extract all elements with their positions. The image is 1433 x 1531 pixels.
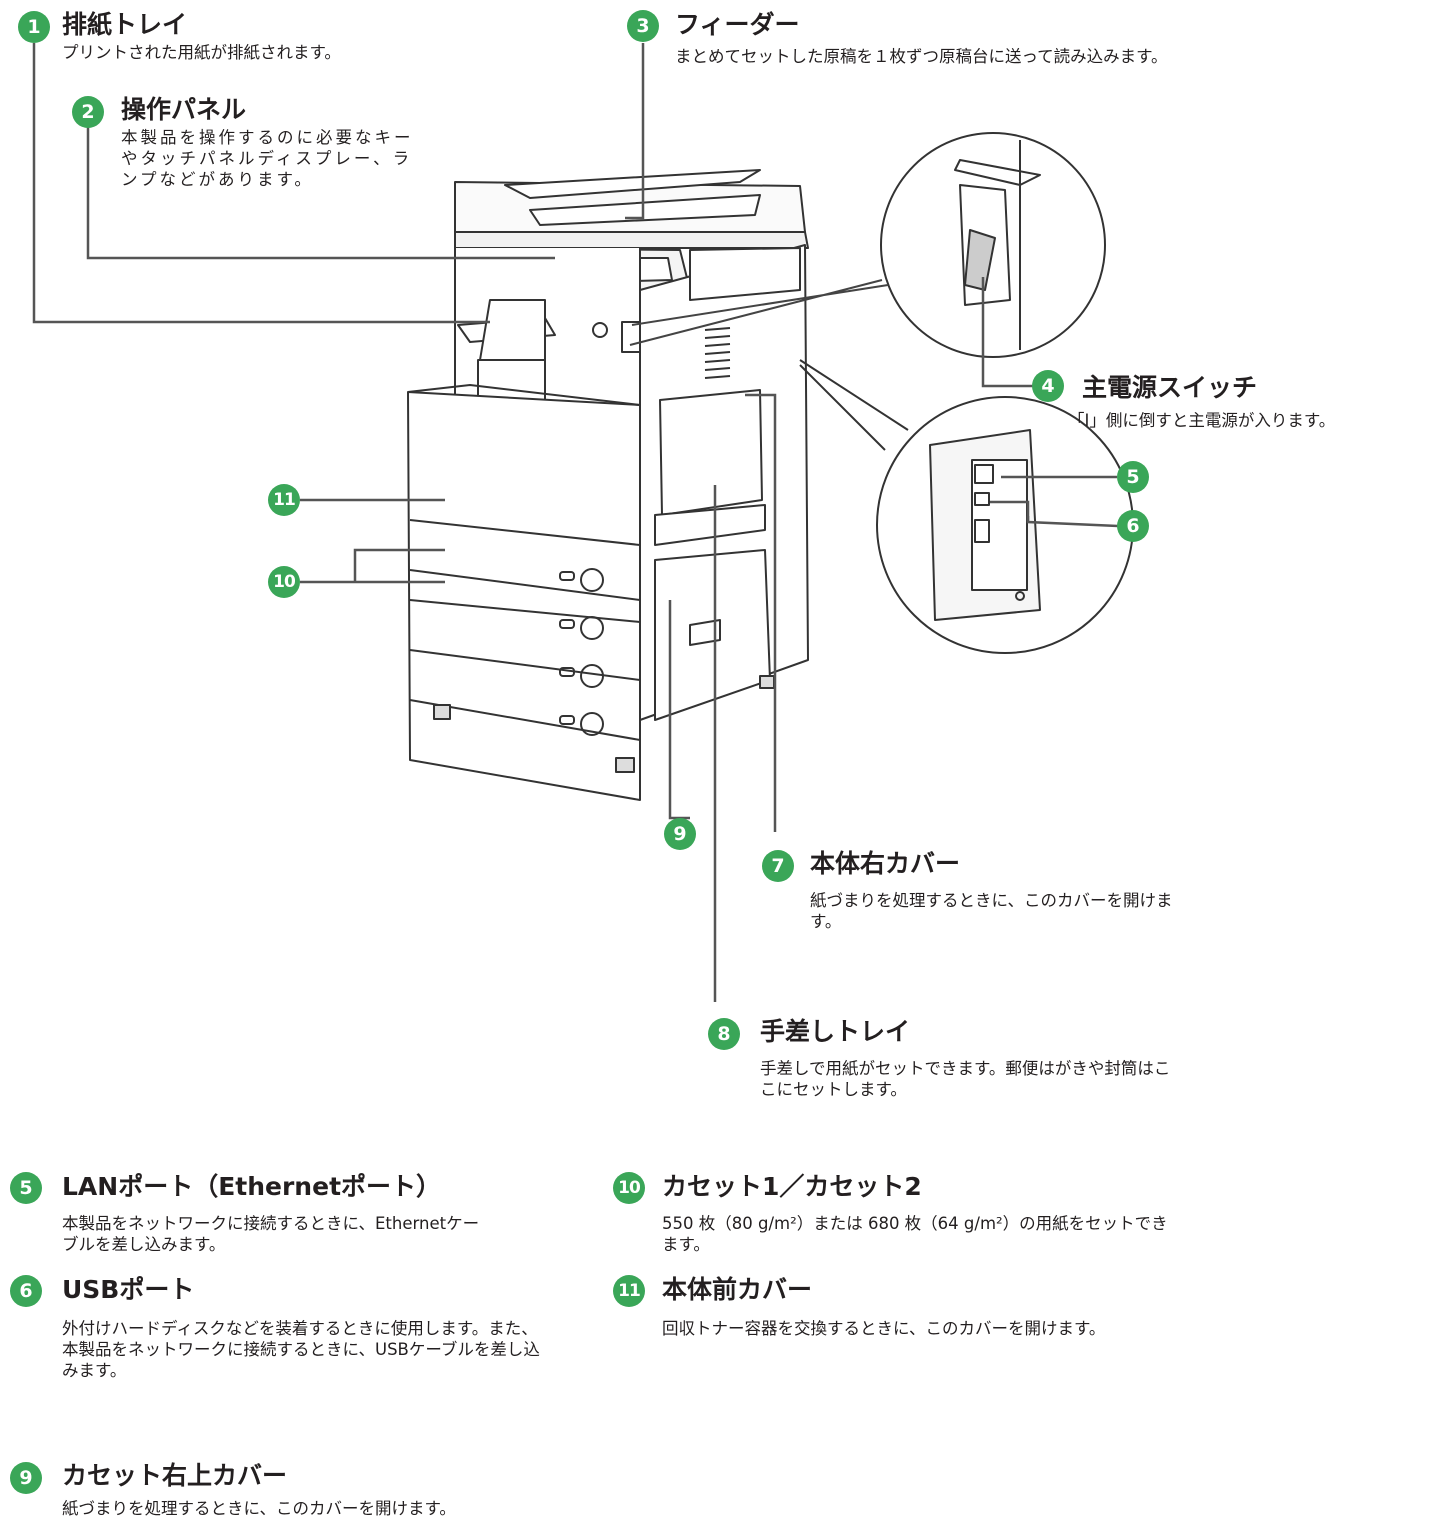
- callout-number-3: 3: [627, 10, 659, 42]
- title-lan-port: LANポート（Ethernetポート）: [62, 1172, 442, 1201]
- callout-number-7: 7: [762, 850, 794, 882]
- desc-cassette-upper-right-cover: 紙づまりを処理するときに、このカバーを開けます。: [62, 1499, 456, 1518]
- title-front-cover: 本体前カバー: [662, 1275, 813, 1304]
- callout-number-10: 10: [613, 1172, 645, 1204]
- desc-usb-port: 外付けハードディスクなどを装着するときに使用します。また、本製品をネットワークに…: [62, 1319, 540, 1380]
- desc-cassettes: 550 枚（80 g/m²）または 680 枚（64 g/m²）の用紙をセットで…: [662, 1214, 1168, 1254]
- title-right-cover: 本体右カバー: [810, 849, 961, 878]
- desc-front-cover: 回収トナー容器を交換するときに、このカバーを開けます。: [662, 1319, 1106, 1338]
- title-feeder: フィーダー: [675, 10, 800, 39]
- feeder-illustration: [454, 169, 809, 249]
- power-switch-zoom: [629, 132, 1106, 358]
- callout-number-4: 4: [1032, 370, 1064, 402]
- title-cassette-upper-right-cover: カセット右上カバー: [62, 1461, 288, 1490]
- callout-number-11: 11: [613, 1275, 645, 1307]
- title-exit-tray: 排紙トレイ: [62, 10, 188, 39]
- cassette-stack-illustration: [407, 384, 775, 801]
- callout-number-9: 9: [10, 1462, 42, 1494]
- title-operation-panel: 操作パネル: [121, 95, 247, 124]
- desc-operation-panel: 本製品を操作するのに必要なキーやタッチパネルディスプレー、ランプなどがあります。: [121, 128, 414, 189]
- callout-number-2: 2: [72, 96, 104, 128]
- callout-number-5-marker: 5: [1117, 461, 1149, 493]
- title-power-switch: 主電源スイッチ: [1082, 373, 1258, 402]
- callout-number-6-marker: 6: [1117, 510, 1149, 542]
- desc-power-switch: 「I」側に倒すと主電源が入ります。: [1068, 411, 1336, 430]
- title-usb-port: USBポート: [62, 1275, 195, 1304]
- leader-lines: [32, 43, 1119, 1002]
- desc-manual-tray: 手差しで用紙がセットできます。郵便はがきや封筒はここにセットします。: [760, 1059, 1171, 1099]
- desc-lan-port: 本製品をネットワークに接続するときに、Ethernetケーブルを差し込みます。: [62, 1214, 480, 1254]
- callout-number-1: 1: [18, 11, 50, 43]
- callout-number-6: 6: [10, 1275, 42, 1307]
- callout-number-8: 8: [708, 1018, 740, 1050]
- title-cassettes: カセット1／カセット2: [662, 1172, 922, 1201]
- callout-number-5: 5: [10, 1172, 42, 1204]
- callout-number-11-marker: 11: [268, 484, 300, 516]
- title-manual-tray: 手差しトレイ: [760, 1017, 911, 1046]
- callout-number-9-marker: 9: [664, 818, 696, 850]
- desc-exit-tray: プリントされた用紙が排紙されます。: [62, 43, 341, 62]
- callout-number-10-marker: 10: [268, 566, 300, 598]
- desc-right-cover: 紙づまりを処理するときに、このカバーを開けます。: [810, 891, 1173, 931]
- desc-feeder: まとめてセットした原稿を１枚ずつ原稿台に送って読み込みます。: [675, 47, 1168, 66]
